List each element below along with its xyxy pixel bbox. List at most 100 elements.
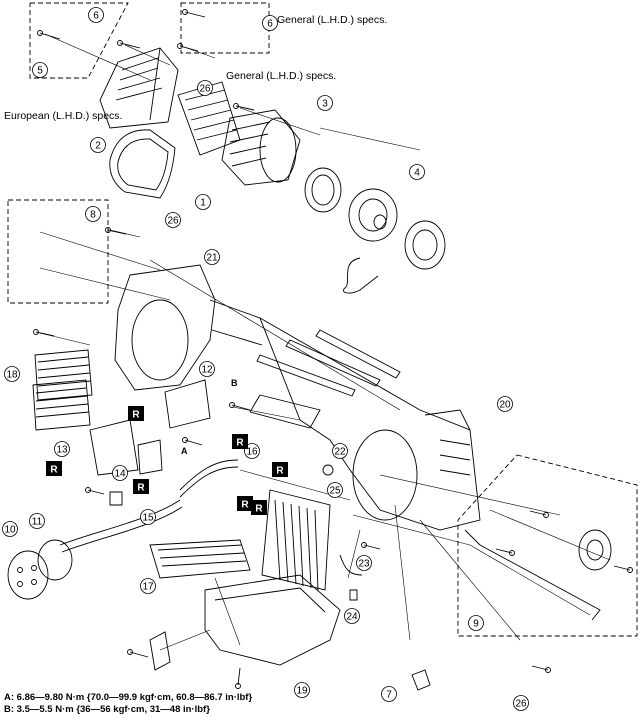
vent-strips (249, 329, 401, 429)
callout-26: 26 (197, 80, 213, 96)
torque-markers: B A (181, 378, 238, 456)
callout-number: 24 (346, 612, 358, 623)
part-4-blower-motor (304, 167, 446, 294)
callout-16: 16 (244, 443, 260, 459)
callout-26: 26 (513, 695, 529, 711)
callout-7: 7 (381, 686, 397, 702)
insulator-pads (89, 379, 211, 476)
callout-number: 21 (206, 253, 218, 264)
part-20-heater-case (259, 316, 481, 531)
callout-number: 5 (37, 66, 43, 77)
part-3-intake-casing (221, 109, 301, 186)
callout-25: 25 (327, 482, 343, 498)
replace-mark: R (251, 500, 267, 515)
callout-10: 10 (2, 521, 18, 537)
replace-mark-text: R (241, 500, 249, 511)
callout-26: 26 (165, 212, 181, 228)
part-2-intake-housing (99, 47, 179, 129)
callout-8: 8 (85, 206, 101, 222)
torque-mark-b: B (231, 378, 238, 388)
callout-18: 18 (4, 366, 20, 382)
replace-mark: R (237, 496, 253, 511)
part-25-evaporator (261, 489, 331, 591)
callout-number: 12 (201, 365, 213, 376)
callout-number: 4 (414, 168, 420, 179)
general-lhd-top-group-box (180, 2, 270, 54)
callout-number: 15 (142, 513, 154, 524)
callout-6: 6 (88, 7, 104, 23)
callout-22: 22 (332, 443, 348, 459)
replace-mark-text: R (132, 410, 140, 421)
part-15-pipes (59, 459, 239, 553)
callout-3: 3 (317, 95, 333, 111)
callout-15: 15 (140, 509, 156, 525)
callout-number: 10 (4, 525, 16, 536)
callout-24: 24 (344, 608, 360, 624)
part-9-actuator-assembly (464, 529, 612, 621)
callout-14: 14 (112, 465, 128, 481)
torque-legend-a: A: 6.86—9.80 N·m {70.0—99.9 kgf·cm, 60.8… (4, 692, 252, 703)
replace-mark-text: R (255, 504, 263, 515)
callout-number: 20 (499, 400, 511, 411)
replace-mark: R (128, 406, 144, 421)
part-17-heater-core (149, 539, 251, 579)
callout-number: 9 (473, 619, 479, 630)
callout-number: 14 (114, 469, 126, 480)
callout-number: 18 (6, 370, 18, 381)
callout-number: 16 (246, 447, 258, 458)
replace-mark-text: R (137, 483, 145, 494)
callout-20: 20 (497, 396, 513, 412)
replace-mark: R (232, 434, 248, 449)
callout-12: 12 (199, 361, 215, 377)
part-1-gasket (109, 129, 176, 199)
callout-number: 13 (56, 445, 68, 456)
part-19-lower-case (204, 574, 341, 666)
callout-number: 19 (296, 686, 308, 697)
replace-mark-text: R (236, 438, 244, 449)
callout-23: 23 (356, 555, 372, 571)
part-8-group-box (7, 199, 109, 304)
screws (33, 9, 633, 689)
callout-number: 2 (95, 141, 101, 152)
callout-19: 19 (294, 682, 310, 698)
callout-number: 26 (167, 216, 179, 227)
part-10-11-plates (7, 539, 73, 600)
callout-number: 26 (515, 699, 527, 710)
callout-number: 26 (199, 84, 211, 95)
callout-number: 25 (329, 486, 341, 497)
replace-mark: R (46, 461, 62, 476)
callout-5: 5 (32, 62, 48, 78)
torque-legend-b: B: 3.5—5.5 N·m {36—56 kgf·cm, 31—48 in·l… (4, 704, 210, 715)
european-lhd-label: European (L.H.D.) specs. (4, 110, 122, 122)
callout-21: 21 (204, 249, 220, 265)
general-lhd-mid-label: General (L.H.D.) specs. (226, 70, 336, 82)
part-21-blower-case (114, 264, 263, 391)
general-lhd-top-label: General (L.H.D.) specs. (277, 14, 387, 26)
callout-number: 11 (32, 517, 43, 528)
replace-mark-text: R (276, 466, 284, 477)
callouts: 1234566789101112131415161718192021222324… (2, 7, 529, 711)
callout-number: 6 (267, 19, 273, 30)
callout-17: 17 (140, 578, 156, 594)
european-lhd-group-box (29, 2, 129, 79)
replace-mark: R (272, 462, 288, 477)
torque-mark-a: A (181, 446, 188, 456)
callout-4: 4 (409, 164, 425, 180)
part-18-air-filters (32, 349, 93, 431)
replace-mark-text: R (50, 465, 58, 476)
callout-number: 22 (334, 447, 346, 458)
callout-number: 3 (322, 99, 328, 110)
part-9-group-box (457, 454, 638, 637)
callout-number: 1 (200, 198, 206, 209)
callout-number: 17 (142, 582, 154, 593)
callout-1: 1 (195, 194, 211, 210)
callout-13: 13 (54, 441, 70, 457)
callout-number: 7 (386, 690, 392, 701)
replace-mark: R (133, 479, 149, 494)
small-parts (109, 464, 431, 691)
callout-number: 23 (358, 559, 370, 570)
callout-2: 2 (90, 137, 106, 153)
